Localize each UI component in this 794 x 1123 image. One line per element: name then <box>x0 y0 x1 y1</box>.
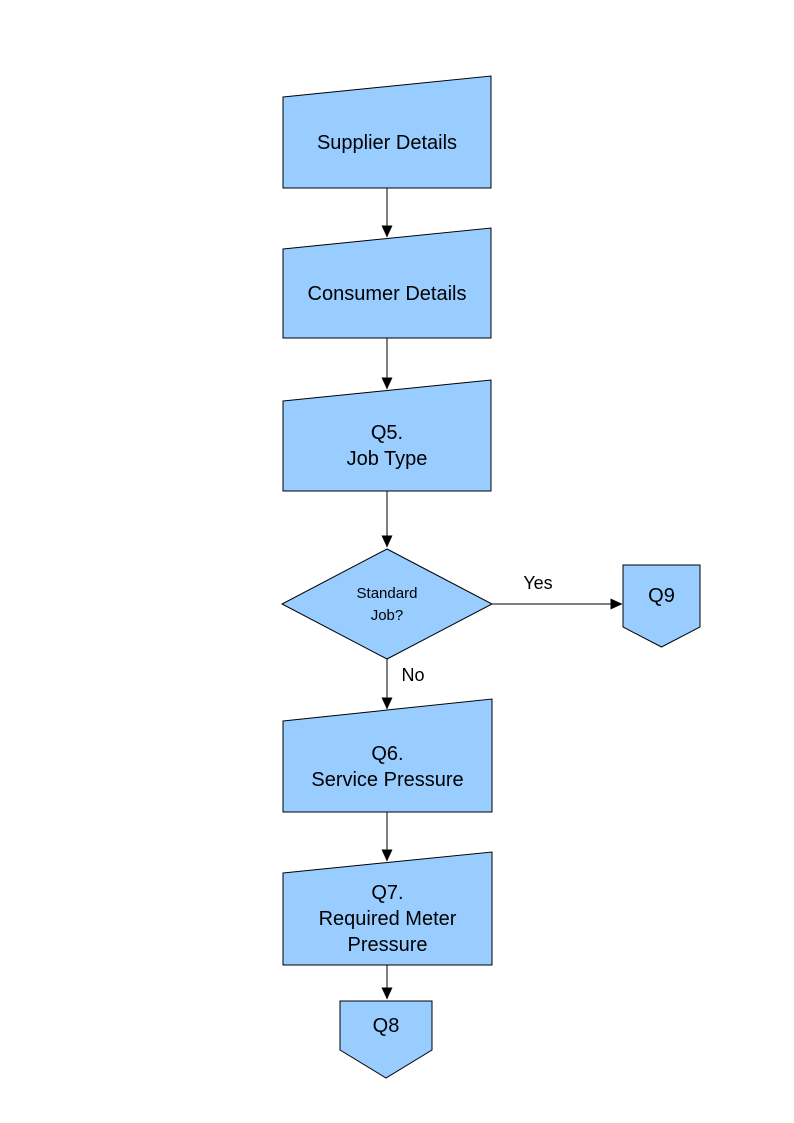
node-q6-service-pressure-shape <box>282 698 493 813</box>
node-q8-connector-shape <box>339 1000 433 1079</box>
node-standard-job-decision-shape <box>280 548 494 660</box>
node-supplier-details-shape <box>282 75 492 189</box>
node-q9-connector-shape <box>622 564 701 648</box>
node-q5-job-type-shape <box>282 379 492 492</box>
node-consumer-details-shape <box>282 227 492 339</box>
node-q7-required-meter-pressure-shape <box>282 851 493 966</box>
